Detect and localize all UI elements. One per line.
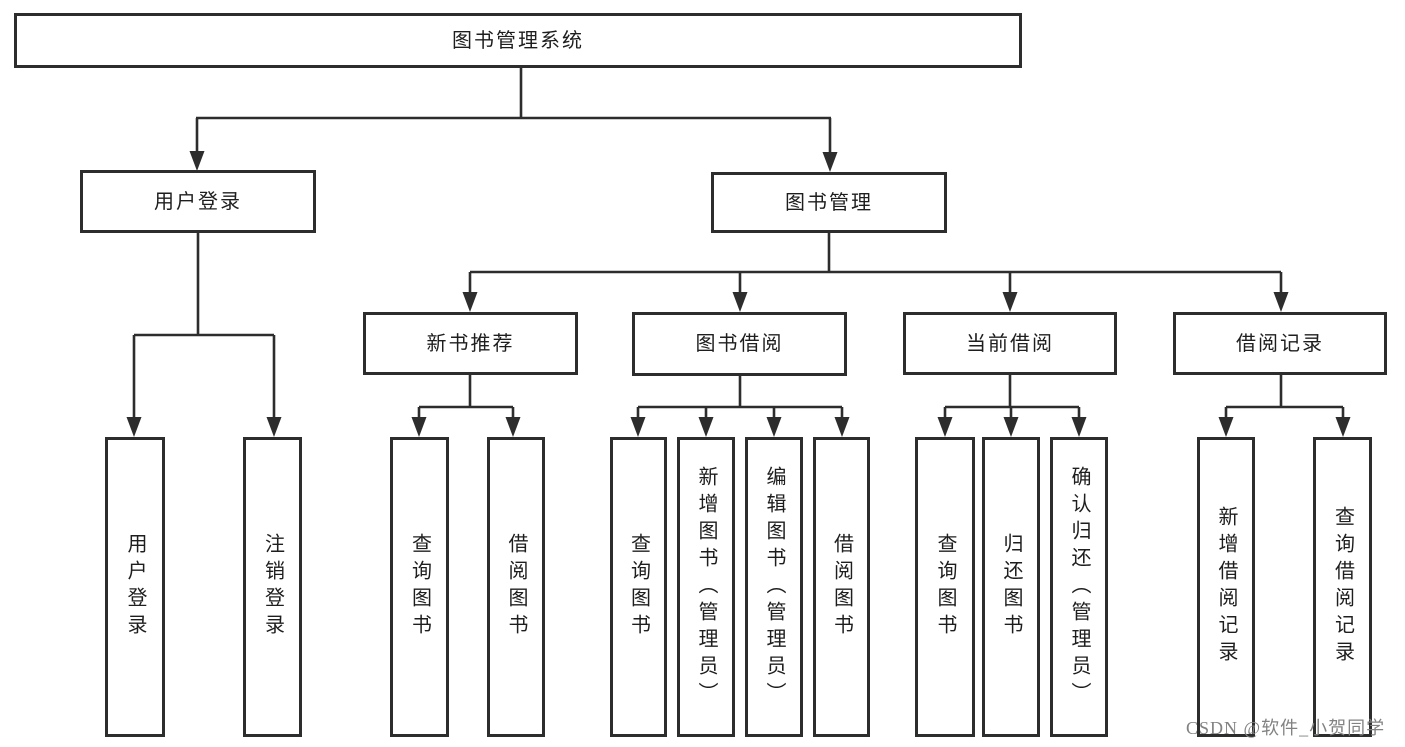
node-label: 新书推荐 bbox=[426, 332, 515, 355]
arrowhead-down-icon bbox=[1335, 417, 1351, 437]
node-cb-confirm-return-admin: 确认归还（管理员） bbox=[1050, 437, 1108, 737]
arrowhead-down-icon bbox=[462, 292, 478, 312]
node-label: 借阅记录 bbox=[1236, 332, 1324, 355]
node-label: 查询图书 bbox=[627, 533, 650, 641]
node-user-login: 用户登录 bbox=[80, 170, 316, 233]
node-ul-user-login: 用户登录 bbox=[105, 437, 165, 737]
arrowhead-down-icon bbox=[1218, 417, 1234, 437]
node-bb-borrow-books: 借阅图书 bbox=[813, 437, 870, 737]
node-br-query-borrow-record: 查询借阅记录 bbox=[1313, 437, 1372, 737]
node-new-book-recommend: 新书推荐 bbox=[363, 312, 578, 375]
node-bb-edit-books-admin: 编辑图书（管理员） bbox=[745, 437, 803, 737]
arrowhead-down-icon bbox=[1003, 417, 1019, 437]
arrowhead-down-icon bbox=[1071, 417, 1087, 437]
node-label: 编辑图书（管理员） bbox=[763, 465, 785, 709]
node-label: 查询图书 bbox=[408, 533, 431, 641]
arrowhead-down-icon bbox=[732, 292, 748, 312]
node-book-borrowing: 图书借阅 bbox=[632, 312, 847, 376]
node-label: 用户登录 bbox=[124, 533, 146, 641]
node-cb-query-books: 查询图书 bbox=[915, 437, 975, 737]
node-borrowing-records: 借阅记录 bbox=[1173, 312, 1387, 375]
arrowhead-down-icon bbox=[698, 417, 714, 437]
arrowhead-down-icon bbox=[834, 417, 850, 437]
node-br-add-borrow-record: 新增借阅记录 bbox=[1197, 437, 1255, 737]
arrowhead-down-icon bbox=[766, 417, 782, 437]
arrowhead-down-icon bbox=[937, 417, 953, 437]
node-nbr-query-books: 查询图书 bbox=[390, 437, 449, 737]
node-label: 用户登录 bbox=[154, 190, 242, 213]
arrowhead-down-icon bbox=[126, 417, 142, 437]
node-bb-add-books-admin: 新增图书（管理员） bbox=[677, 437, 735, 737]
node-label: 新增借阅记录 bbox=[1215, 506, 1237, 668]
node-label: 查询图书 bbox=[934, 533, 956, 641]
node-root: 图书管理系统 bbox=[14, 13, 1022, 68]
node-label: 查询借阅记录 bbox=[1331, 506, 1354, 668]
arrowhead-down-icon bbox=[189, 151, 205, 171]
arrowhead-down-icon bbox=[505, 417, 521, 437]
arrowhead-down-icon bbox=[1273, 292, 1289, 312]
node-label: 图书管理 bbox=[785, 191, 873, 214]
arrowhead-down-icon bbox=[822, 152, 838, 172]
watermark: CSDN @软件_小贺同学 bbox=[1186, 718, 1386, 738]
arrowhead-down-icon bbox=[266, 417, 282, 437]
node-label: 新增图书（管理员） bbox=[695, 465, 717, 709]
node-label: 确认归还（管理员） bbox=[1068, 465, 1090, 709]
node-label: 借阅图书 bbox=[830, 533, 853, 641]
node-label: 当前借阅 bbox=[966, 332, 1054, 355]
node-book-management: 图书管理 bbox=[711, 172, 947, 233]
node-nbr-borrow-books: 借阅图书 bbox=[487, 437, 545, 737]
node-label: 借阅图书 bbox=[505, 533, 527, 641]
node-current-borrowing: 当前借阅 bbox=[903, 312, 1117, 375]
node-label: 注销登录 bbox=[261, 533, 284, 641]
node-label: 图书借阅 bbox=[695, 333, 784, 355]
arrowhead-down-icon bbox=[411, 417, 427, 437]
node-ul-logout: 注销登录 bbox=[243, 437, 302, 737]
node-bb-query-books: 查询图书 bbox=[610, 437, 667, 737]
arrowhead-down-icon bbox=[1002, 292, 1018, 312]
node-label: 归还图书 bbox=[1000, 533, 1022, 641]
node-cb-return-books: 归还图书 bbox=[982, 437, 1040, 737]
arrowhead-down-icon bbox=[630, 417, 646, 437]
node-label: 图书管理系统 bbox=[452, 29, 584, 52]
